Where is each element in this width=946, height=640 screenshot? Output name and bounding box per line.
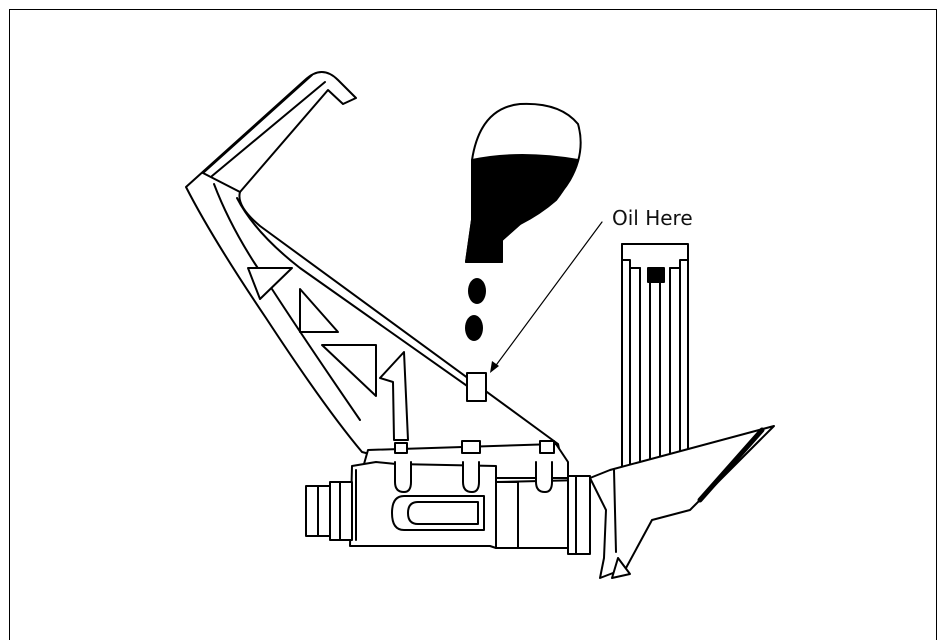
oil-drops — [465, 278, 486, 341]
oil-drop-icon — [468, 278, 486, 304]
nailer-body — [305, 440, 591, 555]
frame-bracket — [379, 351, 487, 441]
oil-drop-icon — [465, 315, 483, 341]
callout-arrow — [490, 221, 603, 373]
frame-cutouts — [247, 267, 377, 397]
oil-here-label: Oil Here — [612, 206, 693, 230]
magazine — [621, 243, 689, 479]
figure-frame — [9, 9, 937, 640]
nailer-shoe — [589, 425, 775, 579]
oil-bottle-icon — [465, 102, 582, 263]
